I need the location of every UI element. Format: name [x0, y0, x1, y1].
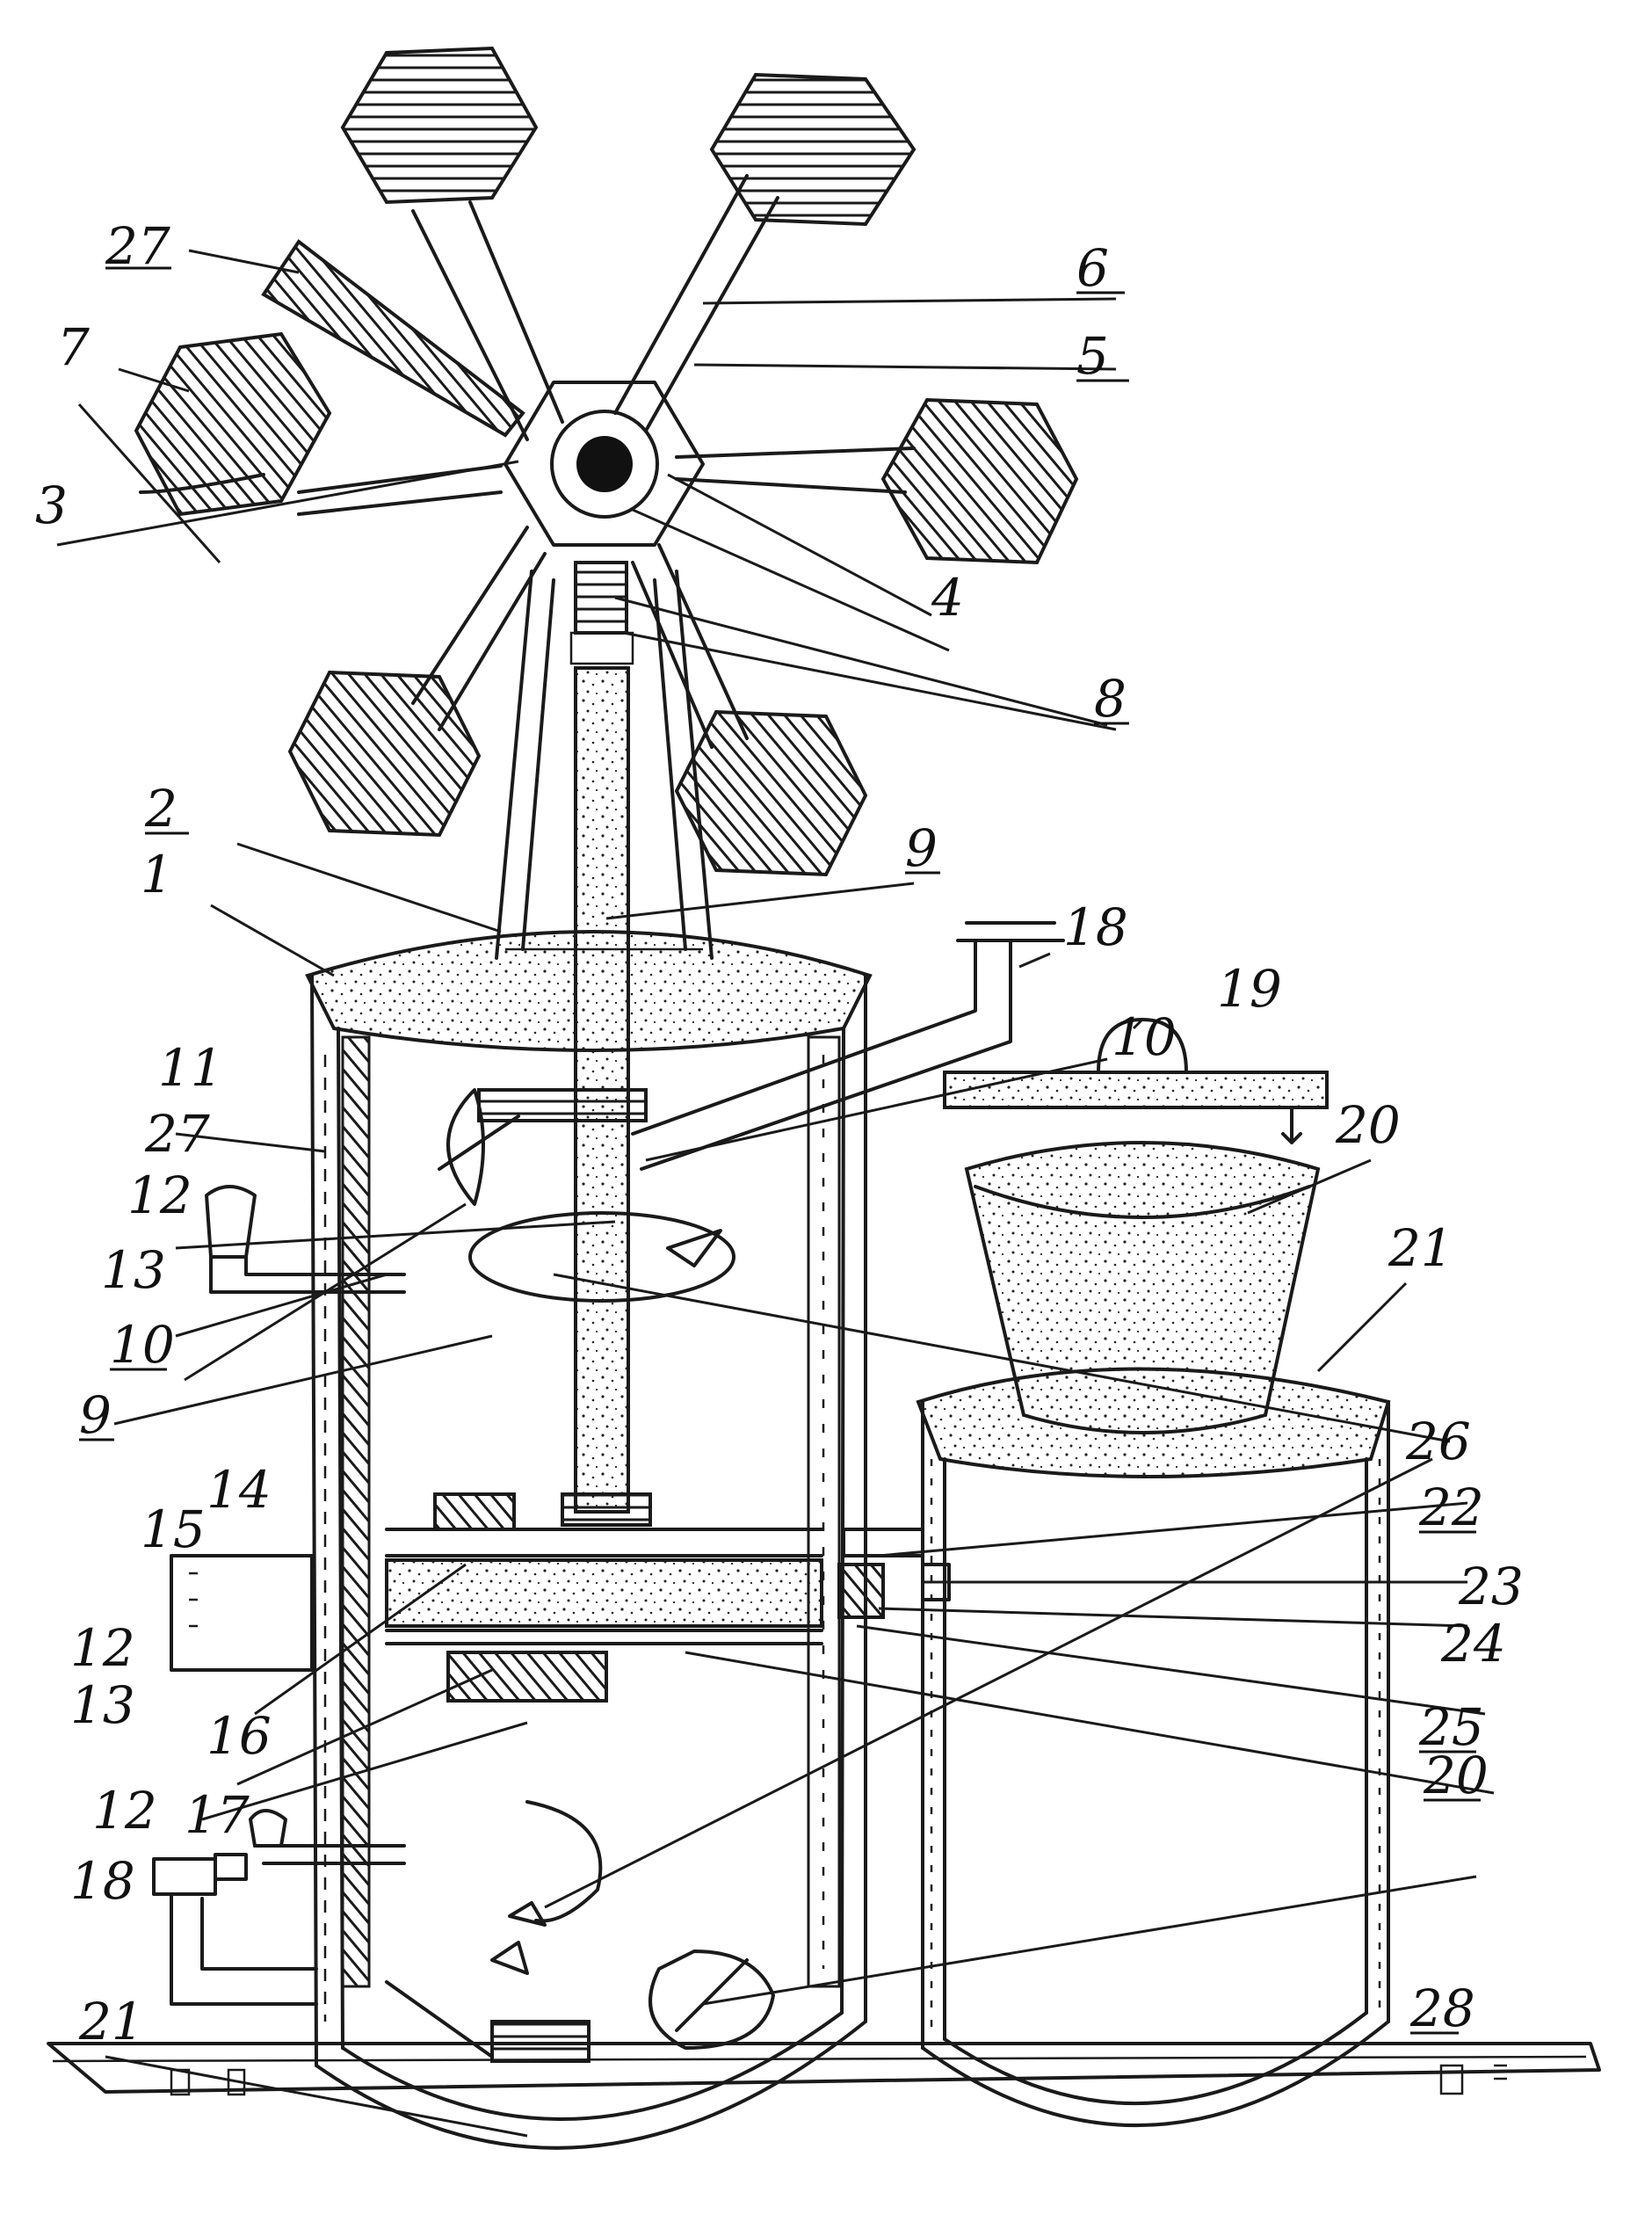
label-20-top: 20	[1335, 1095, 1401, 1155]
label-20-low: 20	[1423, 1746, 1489, 1805]
label-12-mid: 12	[70, 1618, 135, 1678]
label-9-mid: 9	[79, 1385, 112, 1445]
label-27-mid: 27	[144, 1104, 210, 1164]
numeral-underlines	[79, 268, 1481, 2033]
label-10-top: 10	[1112, 1007, 1177, 1067]
label-2: 2	[144, 779, 178, 839]
blade-bottom-left	[290, 672, 479, 835]
label-7: 7	[57, 317, 90, 377]
label-18-low: 18	[70, 1851, 135, 1911]
storage-vessel	[839, 1020, 1388, 2125]
label-22: 22	[1418, 1478, 1484, 1537]
label-8: 8	[1094, 669, 1127, 729]
label-17: 17	[185, 1785, 250, 1845]
label-1: 1	[141, 845, 173, 904]
main-vessel	[154, 923, 1063, 2148]
label-13-top: 13	[101, 1240, 166, 1300]
blade-bottom-right	[677, 712, 866, 875]
hub-axle	[576, 436, 633, 492]
blade-right	[883, 400, 1076, 563]
lid-1	[308, 932, 870, 1050]
label-13-mid: 13	[70, 1675, 135, 1735]
blade-top-right	[712, 75, 914, 224]
label-10-mid: 10	[110, 1315, 175, 1375]
blade-left	[136, 334, 330, 514]
bucket-20	[967, 1143, 1318, 1433]
label-15: 15	[141, 1499, 206, 1559]
blade-top-left	[343, 48, 536, 202]
label-18-top: 18	[1063, 897, 1128, 957]
label-12-low: 12	[92, 1781, 157, 1841]
label-26: 26	[1405, 1412, 1471, 1471]
cover-19	[945, 1072, 1327, 1107]
label-3: 3	[35, 476, 68, 535]
label-9-top: 9	[905, 818, 938, 878]
label-23: 23	[1458, 1557, 1524, 1616]
label-28: 28	[1409, 1979, 1475, 2038]
label-21-top: 21	[1388, 1218, 1453, 1278]
label-5: 5	[1076, 326, 1109, 386]
label-6: 6	[1076, 238, 1109, 298]
label-4: 4	[931, 568, 964, 628]
label-12-top: 12	[127, 1165, 192, 1225]
label-19: 19	[1217, 959, 1282, 1019]
label-16: 16	[206, 1706, 272, 1766]
label-11: 11	[158, 1038, 223, 1098]
label-24: 24	[1440, 1614, 1506, 1674]
label-14: 14	[206, 1460, 272, 1520]
label-21-low: 21	[78, 1992, 144, 2051]
